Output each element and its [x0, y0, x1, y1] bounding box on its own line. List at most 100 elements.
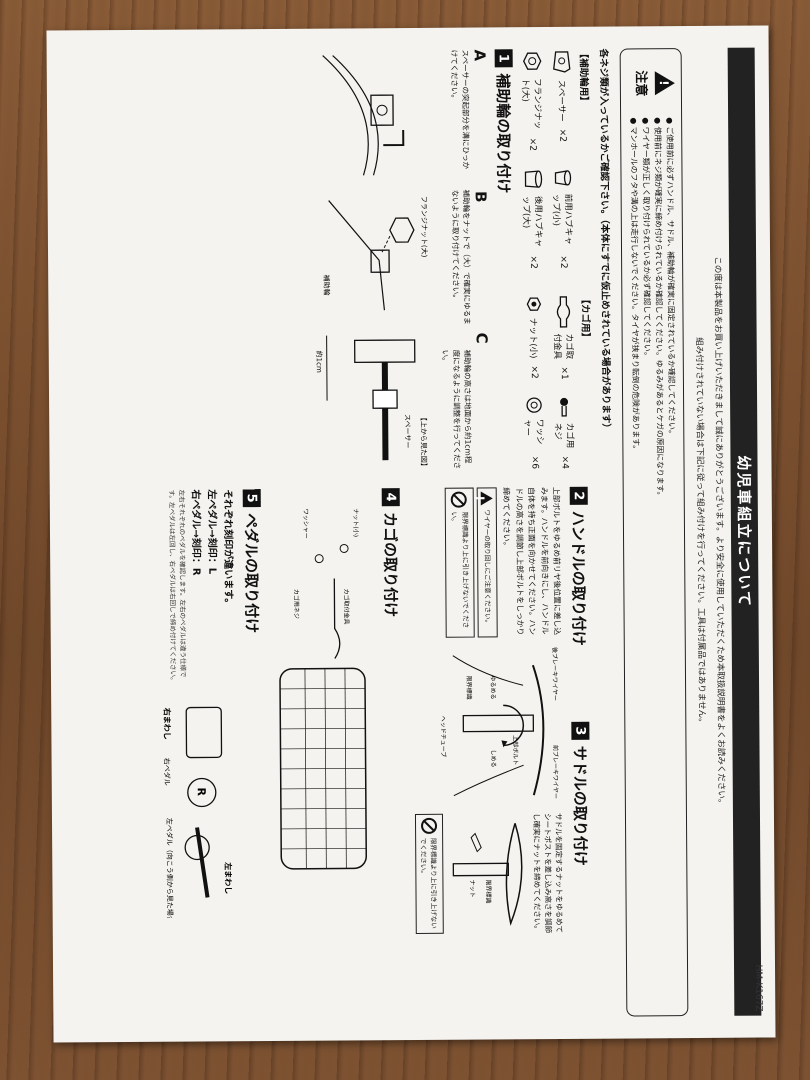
part-label: フランジナット(大) — [520, 78, 543, 130]
left-pedal-caption: 左ペダル（向こう側から見た場合） — [165, 818, 175, 918]
part-label: 後用ハブキャップ(大) — [520, 195, 544, 247]
step-5-header: 5 ペダルの取り付け — [241, 489, 266, 1019]
label-tighten: しめる — [490, 749, 497, 767]
part-label: ワッシャー — [522, 418, 545, 445]
step-5-note: 左右それぞれのペダルを確認します。左右のペダルは違う仕様です。左ペダルは左回し、… — [167, 489, 188, 684]
basket-screw-icon — [560, 397, 569, 417]
instruction-sheet: HM-K167Z 幼児車組立について この度は本製品をお買い上げいただきまして誠… — [46, 25, 776, 1043]
step-number: 2 — [569, 486, 588, 505]
label-rear-brake: 後ブレーキワイヤー — [551, 647, 559, 701]
sub-label-a: A — [470, 49, 489, 62]
warning-triangle-icon — [655, 71, 676, 96]
basket-bracket-icon — [556, 295, 571, 328]
part-qty: ×2 — [528, 255, 539, 269]
label-top-bolt: 上部ボルト — [512, 735, 520, 765]
step-2-body: 上部ボルトをゆるめ前リヤ後位置に差し込みます。ハンドルを前向きにし、ハンドル自体… — [413, 487, 565, 1018]
step-2-prohibit-text: 限界標識より上に引き上げないでください。 — [450, 511, 470, 629]
intro-line-1: この度は本製品をお買い上げいただきまして誠にありがとうございます。より安全に使用… — [712, 256, 726, 808]
step-5-pedal-illustration: R 左ペダル（向こう側から見た場合） 左まわし 右まわし 右ペダル — [163, 707, 234, 918]
r-mark: R — [195, 787, 208, 796]
label-basket-screw: カゴ用ネジ — [293, 589, 301, 619]
parts-row: 【補助輪用】 スペーサー ×2 前用ハブキャップ(小) ×2 — [520, 49, 595, 469]
callout-top-view: 【上から見た図】 — [420, 414, 429, 470]
step-4-basket-illustration: ナット(小) ワッシャー カゴ用ネジ カゴ取付金具 — [279, 508, 368, 870]
part-qty: ×2 — [557, 128, 568, 142]
hojo-parts-title: 【補助輪用】 — [577, 48, 590, 106]
right-column: 2 ハンドルの取り付け 3 サドルの取り付け 上部ボルトをゆるめ前リヤ後位置に差… — [155, 486, 598, 1020]
parts-notice: 各ネジ類が入っているかご確認下さい。（本体にすでに仮止めされている場合があります… — [597, 48, 612, 433]
step-3-saddle-illustration: 限界標識 ナット — [453, 823, 523, 926]
step-2-header: 2 ハンドルの取り付け 3 サドルの取り付け — [568, 486, 593, 1017]
part-qty: ×2 — [558, 255, 569, 269]
label-limit-mark: 限界標識 — [465, 676, 473, 700]
kago-parts-title: 【カゴ用】 — [579, 294, 591, 343]
part-basket-bracket: カゴ取付金具 ×1 — [552, 295, 577, 380]
part-washer: ワッシャー ×6 — [522, 396, 547, 469]
hojo-parts: 【補助輪用】 スペーサー ×2 前用ハブキャップ(小) ×2 — [520, 49, 594, 269]
step-title: 補助輪の取り付け — [493, 73, 513, 194]
step-number: 5 — [242, 489, 261, 508]
step-1a-text: スペーサーの突起部分を溝にひっかけてください。 — [449, 49, 471, 169]
step-2-warning: ワイヤーの取り回しにご注意ください。 — [476, 487, 498, 638]
label-small-nut: ナット(小) — [352, 508, 360, 537]
step-2-handlebar-illustration: 後ブレーキワイヤー 前ブレーキワイヤー 上部ボルト ゆるめる しめる 限界標識 … — [439, 647, 560, 799]
step-3-body: サドルを固定するナットをゆるめてシートポストを差し込み高さを調節し確実にナットを… — [415, 813, 565, 934]
part-front-hub-cap: 前用ハブキャップ(小) ×2 — [551, 167, 576, 269]
prohibit-icon — [421, 817, 438, 834]
part-spacer: スペーサー ×2 — [550, 49, 575, 151]
main-columns: 【補助輪用】 スペーサー ×2 前用ハブキャップ(小) ×2 — [152, 49, 598, 1020]
washer-icon — [526, 397, 542, 413]
right-turn-label: 右まわし — [163, 707, 173, 740]
callout-1cm: 約1cm — [315, 351, 324, 373]
label-washer: ワッシャー — [302, 509, 309, 539]
right-pedal-mark: 右ペダル→刻印：R — [190, 489, 202, 576]
document-title: 幼児車組立について — [727, 47, 762, 1016]
step-title: カゴの取り付け — [381, 512, 401, 618]
step-1c-text: 補助輪の高さは地面から約1cm程度になるように調整を行ってください。 — [440, 349, 473, 470]
step-3-prohibit-text: 限界標識より上に引き上げないでください。 — [419, 837, 439, 929]
step-number: 4 — [381, 488, 400, 507]
part-label: 前用ハブキャップ(小) — [550, 193, 574, 245]
kago-parts-grid: カゴ取付金具 ×1 カゴ用ネジ ×4 ナット(小) — [522, 295, 577, 470]
warning-triangle-icon — [480, 491, 493, 506]
step-1b-text: 補助輪をナットで（大）で確実にゆるまないように取り付けてください。 — [450, 189, 472, 325]
step-5-text: それぞれ刻印が違います。 — [222, 489, 234, 609]
step-title: サドルの取り付け — [570, 745, 590, 866]
spacer-icon — [553, 51, 571, 73]
step-title: ハンドルの取り付け — [569, 510, 588, 646]
caution-box: 注意 ご使用前に必ずハンドル、サドル、補助輪が確実に固定されているか確認してくだ… — [619, 48, 689, 1017]
caution-list: ご使用前に必ずハンドル、サドル、補助輪が確実に固定されているか確認してください。… — [627, 117, 678, 499]
step-2-text-wrap: 上部ボルトをゆるめ前リヤ後位置に差し込みます。ハンドルを前向きにし、ハンドル自体… — [413, 487, 563, 638]
label-head-tube: ヘッドチューブ — [439, 716, 447, 758]
kago-parts: 【カゴ用】 カゴ取付金具 ×1 カゴ用ネジ ×4 — [522, 294, 595, 469]
callout-flange: フランジナット(大) — [420, 196, 429, 258]
part-flange-nut: フランジナット(大) ×2 — [520, 49, 545, 151]
flange-nut-icon — [523, 52, 542, 70]
step-2-text: 上部ボルトをゆるめ前リヤ後位置に差し込みます。ハンドルを前向きにし、ハンドル自体… — [501, 486, 562, 636]
part-basket-screw: カゴ用ネジ ×4 — [552, 396, 577, 469]
caution-header: 注意 — [633, 59, 676, 107]
step-1-sub-labels: A B C — [471, 49, 492, 469]
rotated-document: HM-K167Z 幼児車組立について この度は本製品をお買い上げいただきまして誠… — [46, 25, 775, 1042]
step-title: ペダルの取り付け — [242, 513, 262, 634]
part-label: カゴ取付金具 — [551, 333, 574, 360]
step-1a-illustration — [322, 55, 405, 176]
label-loosen: ゆるめる — [489, 675, 496, 699]
step-2-warning-text: ワイヤーの取り回しにご注意ください。 — [482, 509, 492, 627]
step-number: 1 — [494, 49, 513, 68]
step-1-texts: スペーサーの突起部分を溝にひっかけてください。 補助輪をナットで（大）で確実にゆ… — [437, 50, 474, 470]
label-front-brake: 前ブレーキワイヤー — [552, 745, 560, 799]
right-pedal-caption: 右ペダル — [163, 758, 172, 786]
part-small-nut: ナット(小) ×2 — [522, 295, 547, 380]
step-1-header: 1 補助輪の取り付け — [493, 49, 517, 469]
part-label: ナット(小) — [527, 317, 538, 359]
label-basket-bracket: カゴ取付金具 — [343, 588, 351, 624]
prohibit-icon — [451, 491, 468, 508]
sub-label-b: B — [471, 191, 490, 203]
step-4-header: 4 カゴの取り付け — [380, 488, 405, 1018]
front-hub-cap-icon — [555, 170, 572, 186]
label-nut: ナット — [469, 880, 476, 898]
left-pedal-mark: 左ペダル→刻印：L — [206, 489, 218, 575]
step-5-body: それぞれ刻印が違います。 左ペダル→刻印：L 右ペダル→刻印：R 左右それぞれの… — [155, 489, 239, 1020]
step-3-prohibit: 限界標識より上に引き上げないでください。 — [415, 813, 445, 934]
